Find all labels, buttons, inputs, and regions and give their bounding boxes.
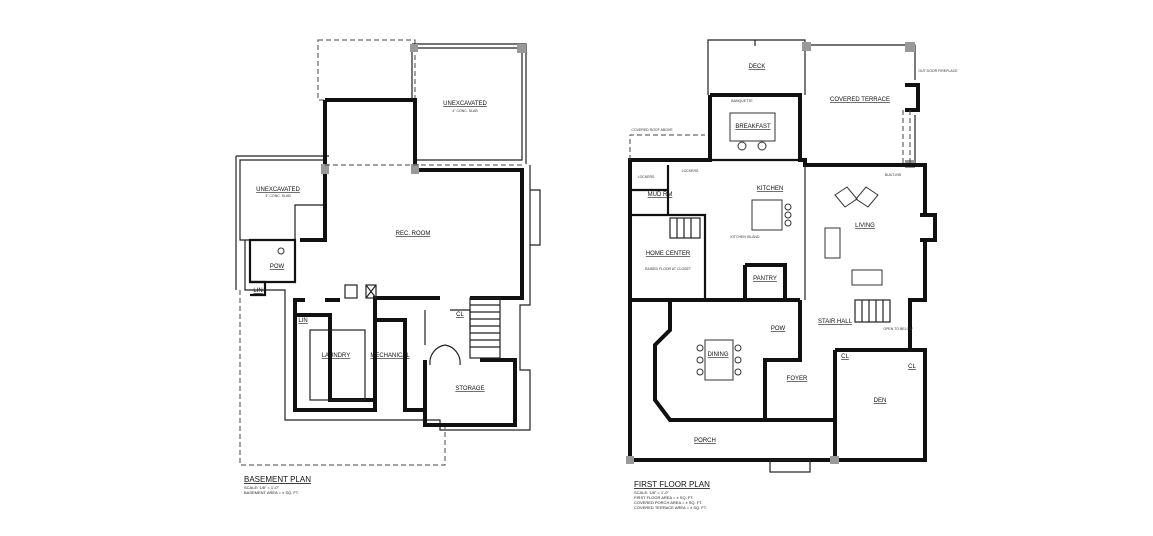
label-rec-room: REC. ROOM xyxy=(396,231,431,237)
living-furniture xyxy=(824,186,883,286)
label-den: DEN xyxy=(874,398,887,404)
basement-plan: UNEXCAVATED 4" CONC. SLAB UNEXCAVATED 4"… xyxy=(235,39,541,495)
label-laundry: LAUNDRY xyxy=(322,353,351,359)
outdoor-fireplace xyxy=(905,83,920,112)
basement-stairs xyxy=(469,297,501,359)
label-closet-2: CL xyxy=(908,364,916,370)
first-floor-plan-scale: SCALE: 1/8" = 1'-0" xyxy=(634,490,669,495)
label-basement-linen: LIN xyxy=(253,288,262,294)
deck-above-outline xyxy=(317,39,416,101)
label-basement-linen-2: LIN xyxy=(298,318,307,324)
label-dining: DINING xyxy=(708,352,729,358)
label-mud-room: MUD RM xyxy=(648,192,673,198)
label-unexcavated-left: UNEXCAVATED xyxy=(256,187,300,193)
label-living: LIVING xyxy=(855,223,875,229)
label-banquette: BANQUETTE xyxy=(731,99,753,103)
breakfast-table xyxy=(729,112,776,151)
label-mechanical: MECHANICAL xyxy=(370,353,410,359)
label-porch: PORCH xyxy=(694,438,716,444)
basement-plan-title: BASEMENT PLAN xyxy=(244,475,311,484)
label-kitchen-island: KITCHEN ISLAND xyxy=(731,235,760,239)
living-fireplace xyxy=(920,213,937,242)
label-lockers-2: LOCKERS xyxy=(682,169,699,173)
label-stair-hall: STAIR HALL xyxy=(818,319,853,325)
basement-powder-room xyxy=(248,238,297,284)
label-closet: CL xyxy=(841,354,849,360)
interior-walls xyxy=(630,263,802,422)
label-first-floor-powder: POW xyxy=(771,326,786,332)
label-unexcavated-top: UNEXCAVATED xyxy=(443,101,487,107)
label-outdoor-fireplace: OUT DOOR FIREPLACE xyxy=(918,69,958,73)
label-foyer: FOYER xyxy=(787,376,808,382)
dining-table xyxy=(696,339,742,381)
label-pantry: PANTRY xyxy=(753,276,777,282)
first-floor-area: FIRST FLOOR AREA = ± SQ. FT. xyxy=(634,495,693,500)
label-lockers: LOCKERS xyxy=(638,175,655,179)
covered-terrace-area: COVERED TERRACE AREA = ± SQ. FT. xyxy=(634,505,707,510)
label-open-to-below: OPEN TO BELOW xyxy=(883,327,913,331)
first-floor-plan: DECK BREAKFAST BANQUETTE COVERED TERRACE… xyxy=(626,39,958,510)
label-kitchen: KITCHEN xyxy=(757,186,783,192)
storage-walls xyxy=(375,318,517,427)
label-built-ins: BUILT-INS xyxy=(885,173,902,177)
label-basement-powder: POW xyxy=(270,264,285,270)
label-basement-closet: CL xyxy=(456,312,464,318)
first-floor-stairs xyxy=(669,217,891,323)
laundry-counter xyxy=(309,329,366,401)
label-covered-terrace: COVERED TERRACE xyxy=(830,97,890,103)
label-unexcavated-left-sub: 4" CONC. SLAB xyxy=(265,194,291,198)
unexcavated-left-area xyxy=(239,159,326,241)
covered-terrace-outline xyxy=(805,44,916,165)
label-deck: DECK xyxy=(749,64,766,70)
label-unexcavated-top-sub: 4" CONC. SLAB xyxy=(452,109,478,113)
home-center-walls xyxy=(628,213,707,300)
first-floor-plan-title: FIRST FLOOR PLAN xyxy=(634,480,710,489)
deck-outline xyxy=(707,39,806,95)
basement-plan-scale: SCALE: 1/8" = 1'-0" xyxy=(244,485,279,490)
label-breakfast: BREAKFAST xyxy=(735,124,771,130)
label-raised-floor: RAISED FLOOR AT CLOSET xyxy=(645,267,692,271)
rec-room-walls xyxy=(293,98,524,412)
label-storage: STORAGE xyxy=(455,386,484,392)
unexcavated-top-area xyxy=(415,47,523,161)
label-home-center: HOME CENTER xyxy=(646,251,691,257)
kitchen-island xyxy=(751,199,792,231)
basement-plan-area: BASEMENT AREA = ± SQ. FT. xyxy=(244,490,299,495)
label-covered-roof: COVERED ROOF ABOVE xyxy=(631,128,673,132)
first-floor-exterior-walls xyxy=(710,93,927,462)
covered-porch-area: COVERED PORCH AREA = ± SQ. FT. xyxy=(634,500,702,505)
porch-above-outline xyxy=(239,290,446,466)
